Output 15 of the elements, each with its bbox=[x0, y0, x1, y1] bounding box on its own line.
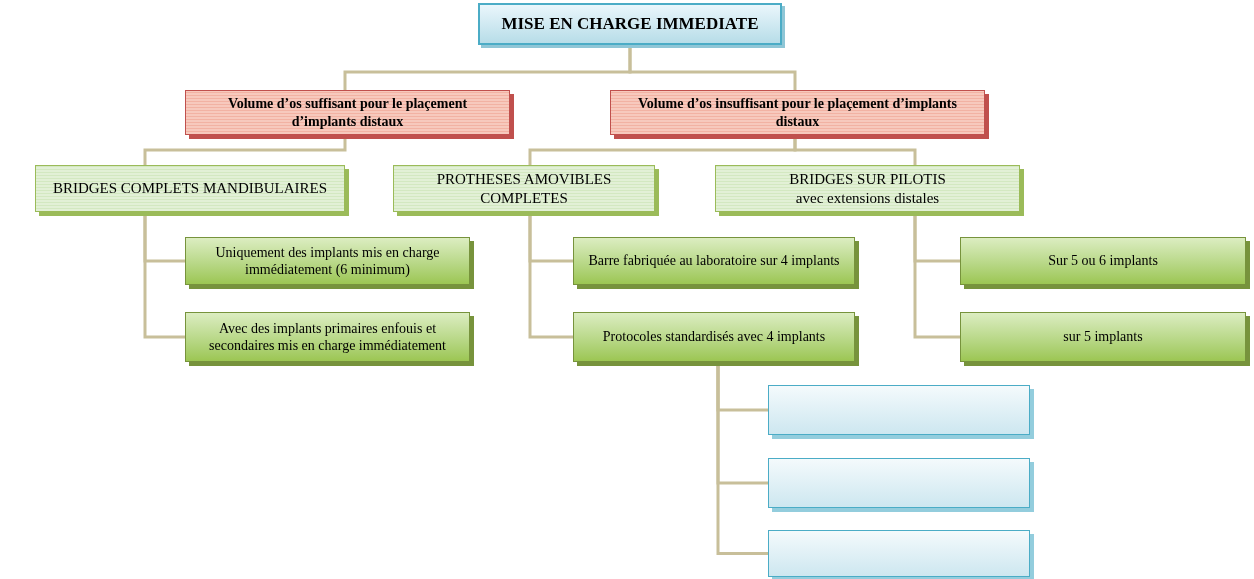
node-text: avec extensions distales bbox=[795, 188, 940, 208]
connector-line bbox=[628, 45, 797, 90]
node-text: Sur 5 ou 6 implants bbox=[1048, 252, 1158, 270]
node-text: PROTHESES AMOVIBLES COMPLETES bbox=[435, 169, 613, 208]
node-text: MISE EN CHARGE IMMEDIATE bbox=[501, 13, 759, 35]
node-text: Volume d’os insuffisant pour le plaçement d’implants distaux bbox=[637, 95, 958, 130]
node-text: Barre fabriquée au laboratoire sur 4 implants bbox=[588, 252, 840, 270]
title-box bbox=[478, 3, 782, 45]
node-text: sur 5 implants bbox=[1063, 328, 1143, 346]
node-text: Uniquement des implants mis en charge immédiatement (6 minimum) bbox=[214, 243, 441, 279]
node-text: BRIDGES COMPLETS MANDIBULAIRES bbox=[52, 179, 328, 198]
node-text: BRIDGES SUR PILOTIS bbox=[789, 169, 946, 189]
node-text: Avec des implants primaires enfouis et secondaires mis en charge immédiatement bbox=[208, 319, 447, 355]
node-text: Volume d’os suffisant pour le plaçement d’implants distaux bbox=[226, 95, 469, 130]
node-text: Protocoles standardisés avec 4 implants bbox=[602, 328, 826, 346]
